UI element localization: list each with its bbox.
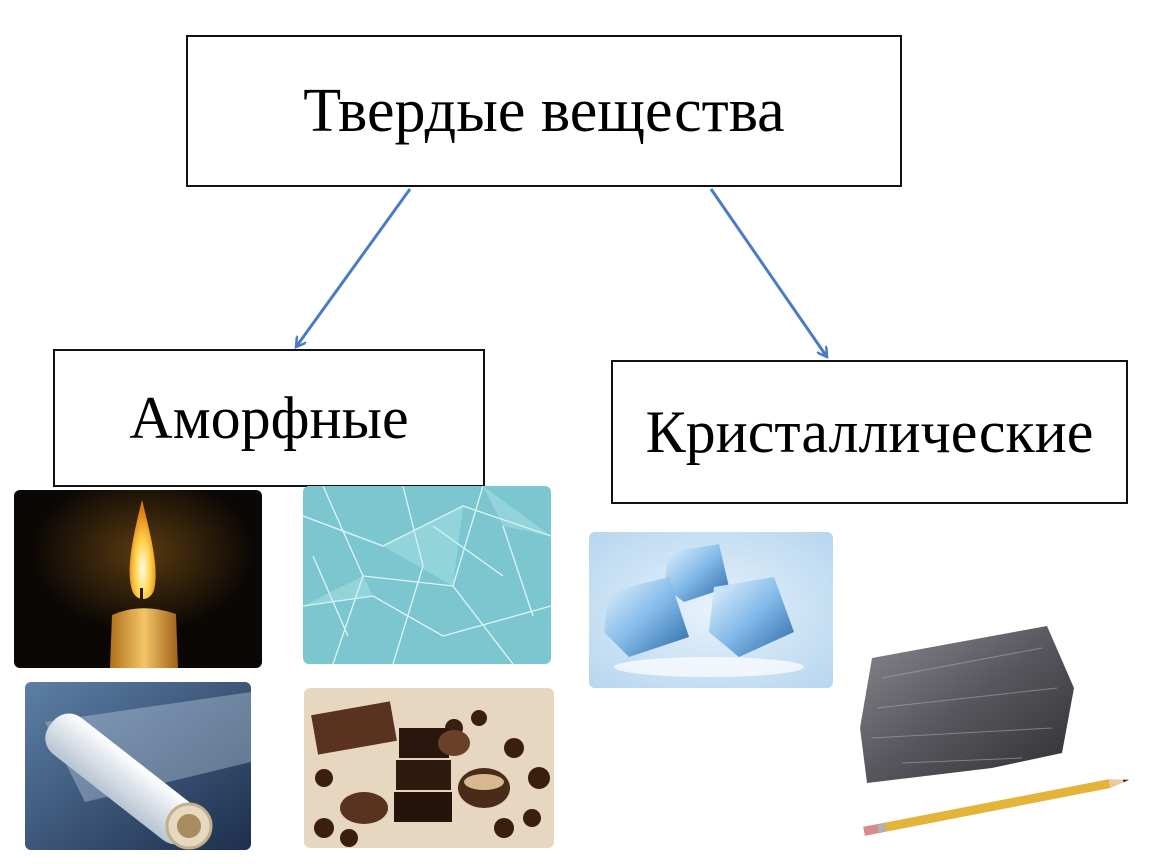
candle-photo xyxy=(14,490,262,668)
category-amorphous: Аморфные xyxy=(53,349,485,487)
amorphous-label: Аморфные xyxy=(129,384,409,451)
crystalline-label: Кристаллические xyxy=(645,398,1094,465)
broken-glass-photo xyxy=(303,486,551,664)
root-label: Твердые вещества xyxy=(303,76,785,145)
arrow-to-crystalline xyxy=(709,188,827,357)
root-node-solids: Твердые вещества xyxy=(186,35,902,187)
plastic-film-roll-photo xyxy=(25,682,251,850)
category-crystalline: Кристаллические xyxy=(611,360,1128,504)
ice-cubes-photo xyxy=(589,532,833,688)
arrow-to-amorphous xyxy=(296,188,412,347)
graphite-rock-photo xyxy=(842,618,1138,850)
chocolate-photo xyxy=(304,688,554,848)
